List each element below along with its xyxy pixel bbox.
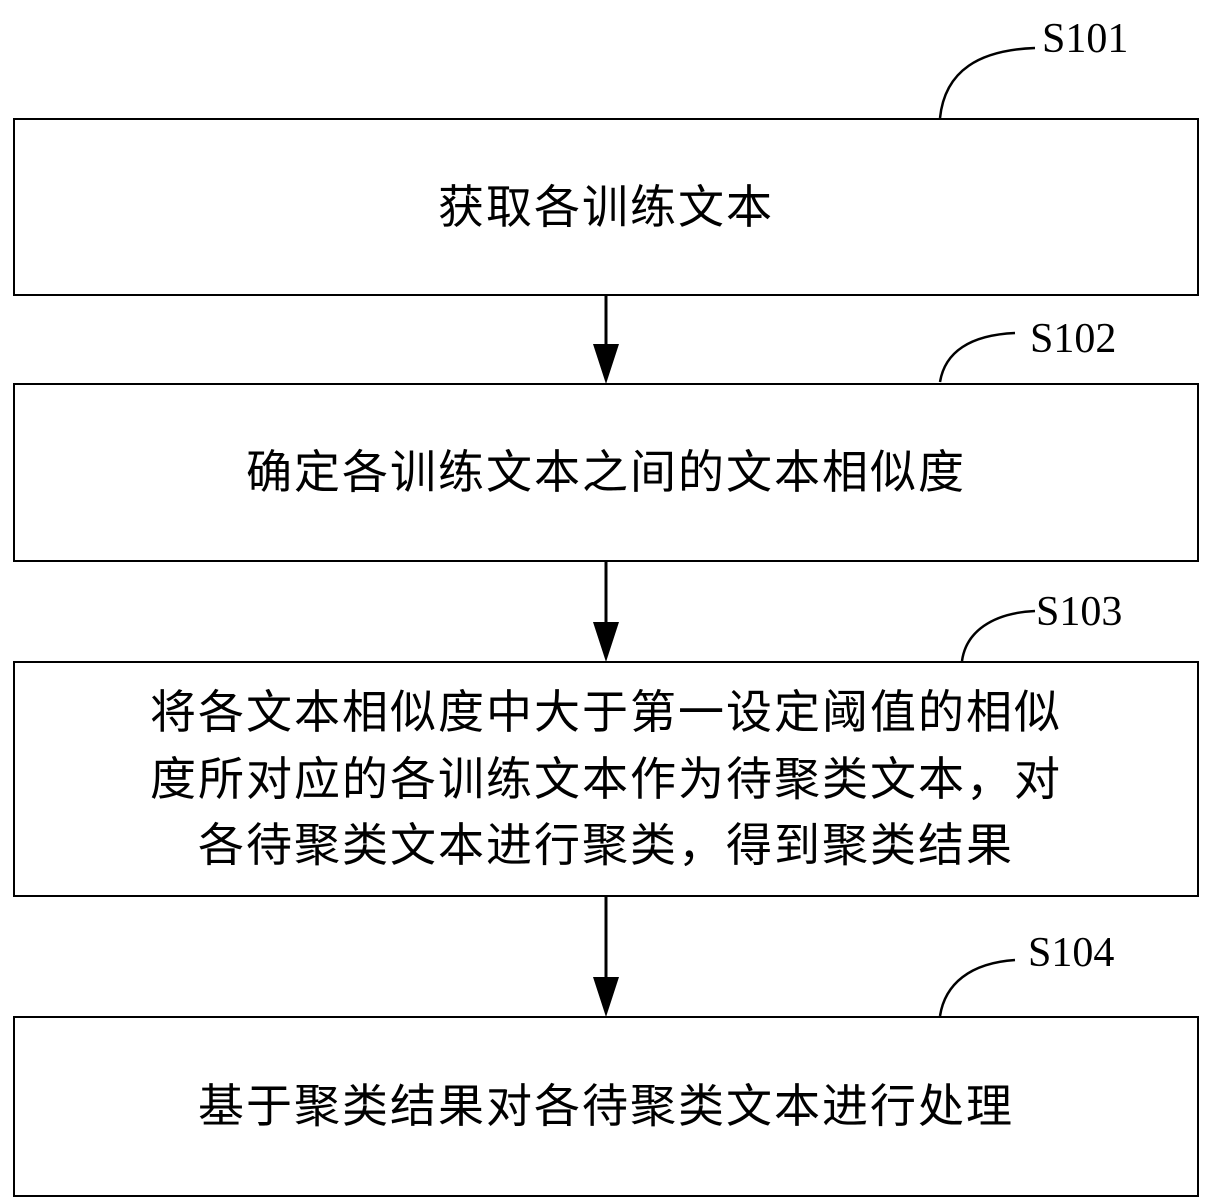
arrow-s103-s104 (593, 896, 619, 1017)
arrow-s102-s103 (593, 562, 619, 662)
step-label-s102: S102 (1030, 316, 1117, 362)
step-text-s104: 基于聚类结果对各待聚类文本进行处理 (198, 1079, 1014, 1134)
step-label-s104: S104 (1028, 930, 1115, 976)
label-leader-s101 (938, 46, 1036, 119)
step-text-s103-line-2: 度所对应的各训练文本作为待聚类文本，对 (150, 751, 1062, 806)
label-leader-s103 (960, 609, 1036, 662)
step-text-s102: 确定各训练文本之间的文本相似度 (246, 445, 966, 500)
arrow-s101-s102 (593, 295, 619, 384)
step-box-s104: 基于聚类结果对各待聚类文本进行处理 (13, 1016, 1199, 1197)
label-leader-s104 (938, 958, 1016, 1017)
step-text-s103-line-3: 各待聚类文本进行聚类，得到聚类结果 (198, 818, 1014, 873)
step-box-s101: 获取各训练文本 (13, 118, 1199, 296)
label-leader-s102 (938, 331, 1016, 383)
step-label-s101: S101 (1042, 16, 1129, 62)
step-text-s103-line-1: 将各文本相似度中大于第一设定阈值的相似 (150, 684, 1062, 739)
step-label-s103: S103 (1036, 589, 1123, 635)
step-text-s101: 获取各训练文本 (438, 179, 774, 234)
step-text-s103: 将各文本相似度中大于第一设定阈值的相似 度所对应的各训练文本作为待聚类文本，对 … (120, 679, 1092, 879)
step-box-s102: 确定各训练文本之间的文本相似度 (13, 383, 1199, 562)
step-box-s103: 将各文本相似度中大于第一设定阈值的相似 度所对应的各训练文本作为待聚类文本，对 … (13, 661, 1199, 897)
